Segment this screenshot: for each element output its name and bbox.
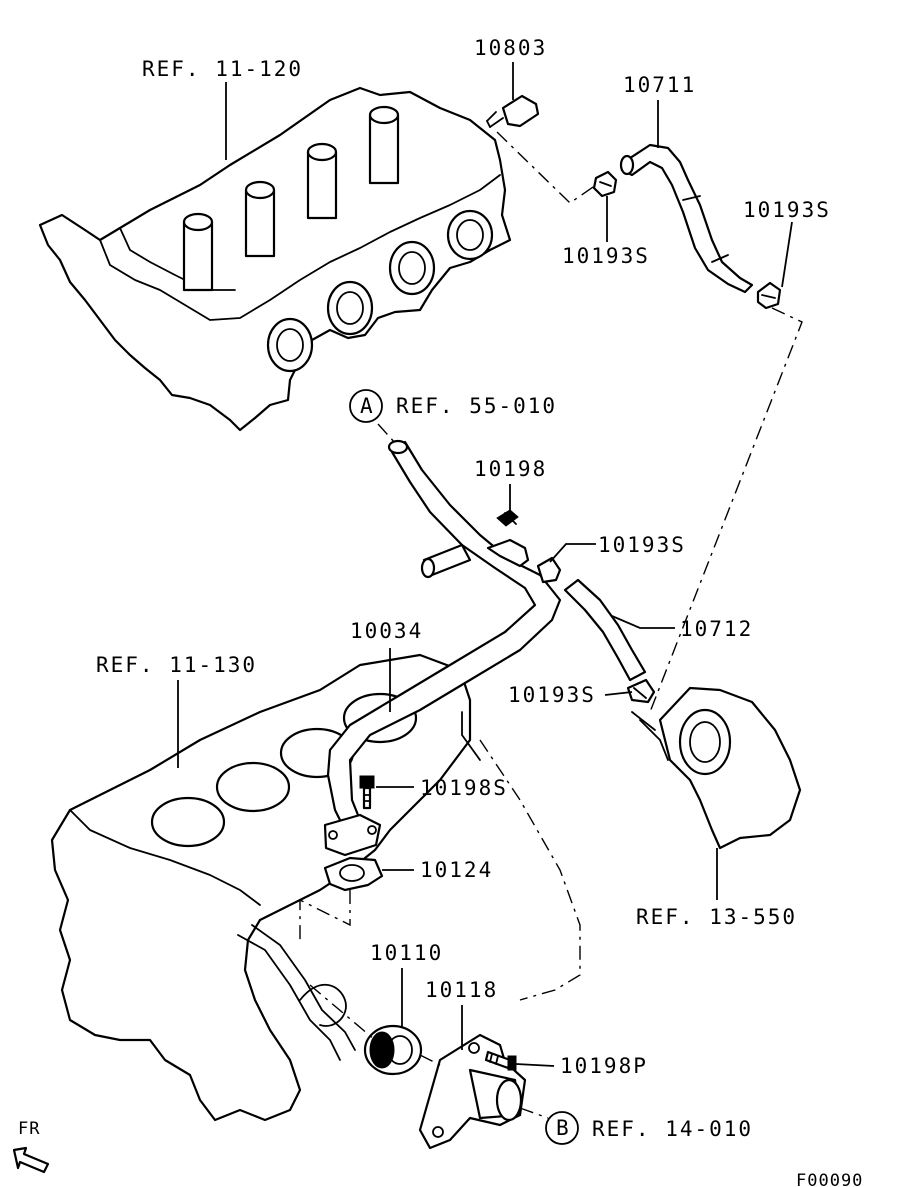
callout-10712: 10712 bbox=[680, 617, 753, 641]
callout-ref-11-120: REF. 11-120 bbox=[142, 57, 303, 81]
callout-10118: 10118 bbox=[425, 978, 498, 1002]
callout-10803: 10803 bbox=[474, 36, 547, 60]
front-arrow-icon bbox=[12, 1146, 50, 1174]
callout-10110: 10110 bbox=[370, 941, 443, 965]
front-direction-indicator: FR bbox=[12, 1119, 50, 1174]
hose-clamp-10193s-c bbox=[536, 556, 562, 584]
callout-10193s-c: 10193S bbox=[598, 533, 686, 557]
thermostat-case-10118 bbox=[418, 1033, 527, 1150]
callout-circle-b-letter: B bbox=[556, 1116, 571, 1140]
temperature-sensor-10803 bbox=[486, 94, 540, 128]
cylinder-head bbox=[38, 86, 512, 432]
callout-ref-13-550: REF. 13-550 bbox=[636, 905, 797, 929]
hose-clamp-10193s-d bbox=[626, 678, 656, 704]
front-label: FR bbox=[18, 1119, 40, 1139]
bolt-10198 bbox=[496, 509, 519, 527]
throttle-body bbox=[631, 686, 802, 850]
callout-10198: 10198 bbox=[474, 457, 547, 481]
callout-10124: 10124 bbox=[420, 858, 493, 882]
figure-code: F00090 bbox=[796, 1171, 863, 1187]
leader-lines bbox=[177, 62, 793, 1067]
callout-10193s-b: 10193S bbox=[562, 244, 650, 268]
callout-10198s: 10198S bbox=[420, 776, 508, 800]
bolt-10198s bbox=[359, 775, 375, 810]
water-pipe-10034 bbox=[323, 439, 562, 857]
gasket-10124 bbox=[323, 856, 384, 892]
bolt-10198p bbox=[484, 1050, 517, 1071]
callout-10034: 10034 bbox=[350, 619, 423, 643]
callout-10198p: 10198P bbox=[560, 1054, 648, 1078]
callout-circle-a-letter: A bbox=[360, 394, 375, 418]
hose-clamp-10193s-b bbox=[756, 281, 782, 310]
thermostat-10110 bbox=[363, 1024, 423, 1076]
hose-10711 bbox=[619, 143, 754, 294]
callout-10711: 10711 bbox=[623, 73, 696, 97]
callout-10193s-d: 10193S bbox=[508, 683, 596, 707]
callout-circle-b bbox=[545, 1111, 579, 1145]
connection-lines bbox=[299, 131, 803, 1119]
callout-ref-11-130: REF. 11-130 bbox=[96, 653, 257, 677]
hose-clamp-10193s-a bbox=[592, 170, 618, 198]
callout-ref-14-010: REF. 14-010 bbox=[592, 1117, 753, 1141]
callout-ref-55-010: REF. 55-010 bbox=[396, 394, 557, 418]
callout-circle-a bbox=[349, 389, 383, 423]
hose-10712 bbox=[563, 578, 647, 682]
callout-10193s-a: 10193S bbox=[743, 198, 831, 222]
